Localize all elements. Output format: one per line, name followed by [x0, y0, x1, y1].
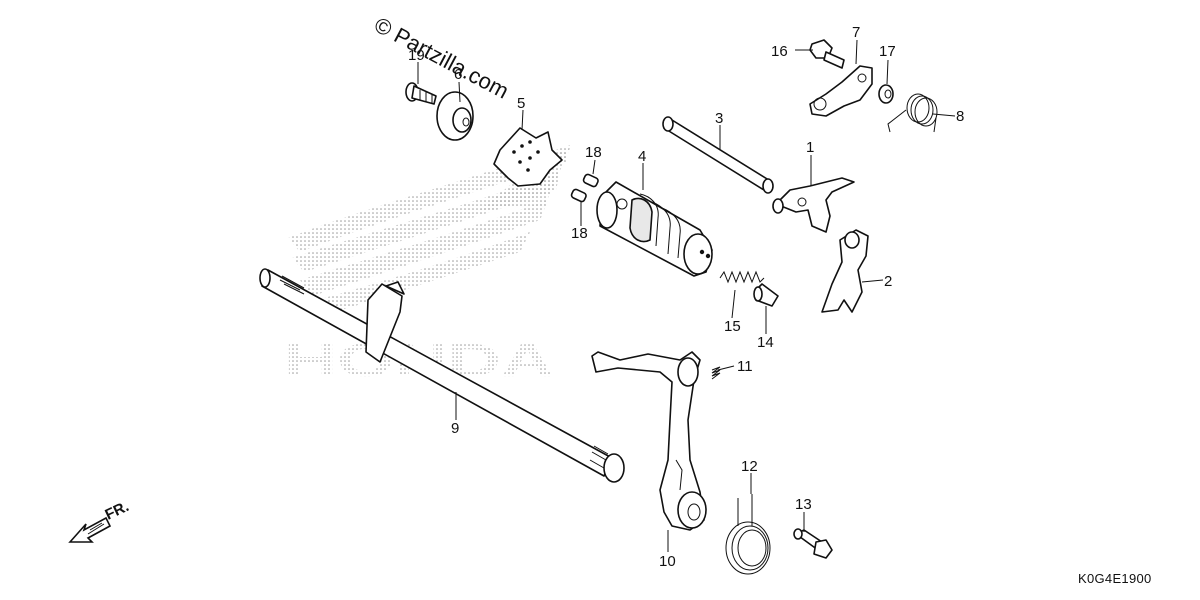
callout-14: 14	[757, 334, 774, 351]
return-spring-12-part	[725, 494, 771, 575]
callout-3: 3	[715, 110, 723, 127]
callout-1: 1	[806, 139, 814, 156]
callout-18-bottom: 18	[571, 225, 588, 242]
callout-18-top: 18	[585, 144, 602, 161]
spring-15-part	[719, 270, 765, 284]
spring-11-part	[711, 366, 721, 380]
callout-2: 2	[884, 273, 892, 290]
callout-11: 11	[737, 358, 753, 375]
callout-19: 19	[408, 47, 425, 64]
shift-drum-4-part	[596, 181, 713, 277]
callout-7: 7	[852, 24, 860, 41]
callout-12: 12	[741, 458, 758, 475]
gearshift-spindle-part	[259, 268, 625, 483]
plunger-14-part	[753, 283, 779, 307]
shift-fork-2-part	[821, 229, 869, 313]
callout-6: 6	[454, 66, 462, 83]
bolt-16-part	[809, 39, 845, 69]
washer-17-part	[878, 84, 894, 104]
callout-17: 17	[879, 43, 896, 60]
catalog-code: K0G4E1900	[1078, 571, 1152, 586]
fork-shaft-3-part	[662, 116, 774, 194]
stopper-arm-7-part	[809, 65, 873, 117]
star-cam-plate-5-part	[493, 127, 563, 187]
bolt-19-part	[405, 82, 437, 105]
pin-bolt-13-part	[793, 528, 833, 559]
callout-15: 15	[724, 318, 741, 335]
washer-6-part	[436, 91, 474, 141]
callout-5: 5	[517, 95, 525, 112]
gearshift-arm-10-part	[591, 351, 707, 531]
callout-16: 16	[771, 43, 788, 60]
callout-8: 8	[956, 108, 964, 125]
callout-13: 13	[795, 496, 812, 513]
spring-8-part	[887, 93, 938, 133]
leader-lines	[417, 39, 956, 552]
shift-fork-1-part	[772, 177, 855, 233]
callout-4: 4	[638, 148, 646, 165]
callout-9: 9	[451, 420, 459, 437]
callout-10: 10	[659, 553, 676, 570]
dowel-pins-18-part	[570, 173, 599, 203]
callout-labels: 1 2 3 4 5 6 7 8 9 10 11 12 13 14 15 16 1…	[408, 24, 964, 570]
front-direction-indicator: FR.	[68, 498, 132, 543]
front-direction-label: FR.	[103, 498, 132, 524]
